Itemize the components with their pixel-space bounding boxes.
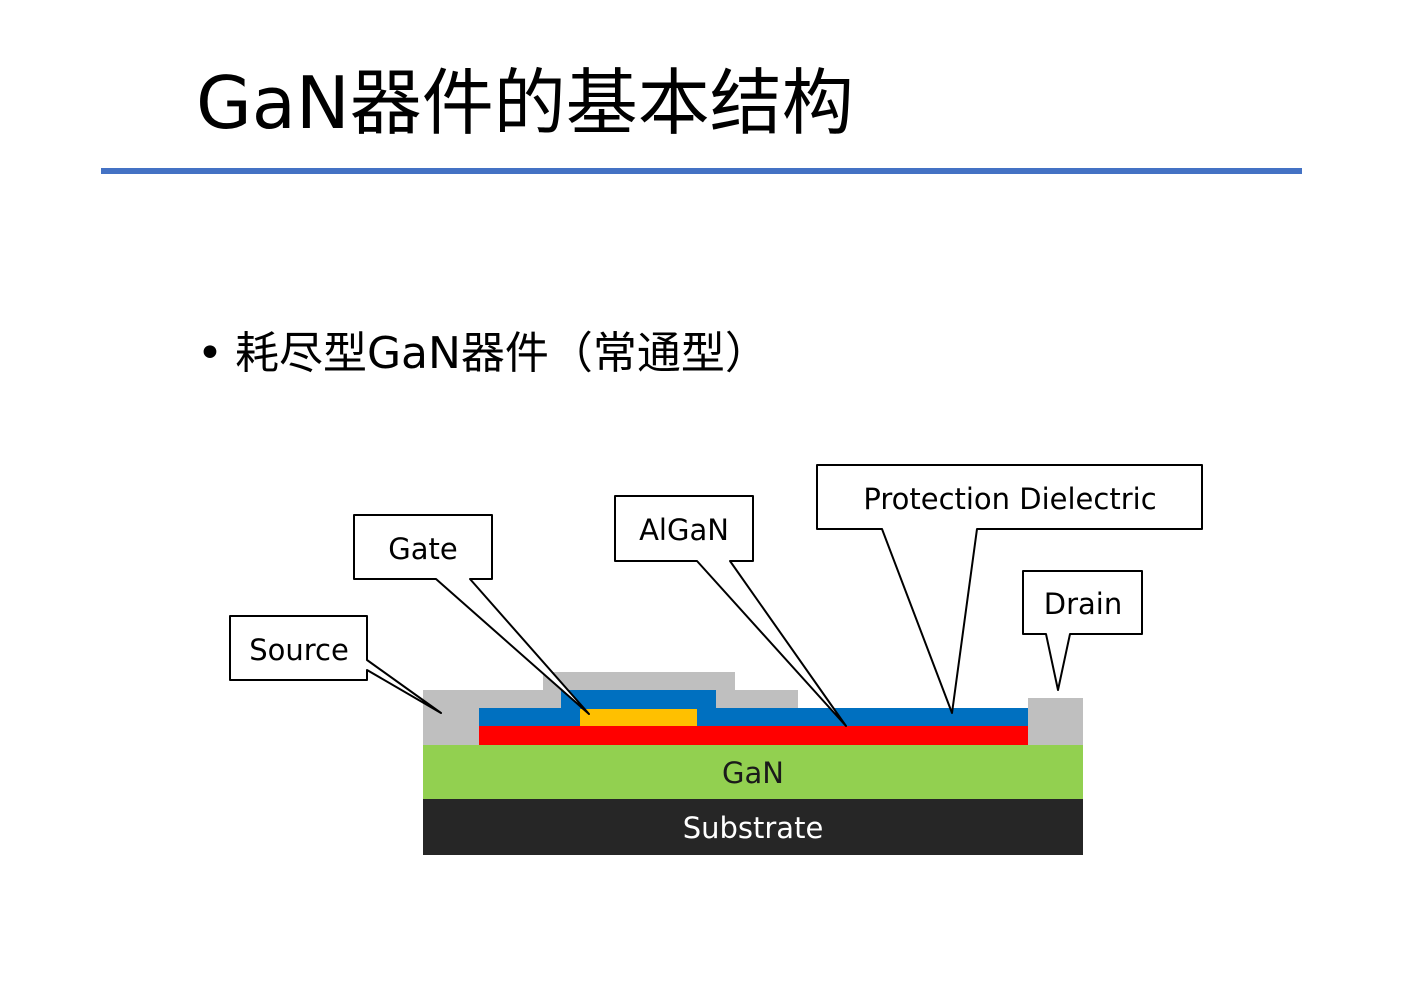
bullet-marker: • [197,328,223,379]
substrate-layer-label: Substrate [683,811,824,845]
bullet-item: •耗尽型GaN器件（常通型） [197,326,769,382]
gate-callout: Gate [353,514,590,715]
source-callout: Source [229,615,442,714]
drain-callout: Drain [1022,570,1143,691]
channel-2deg [479,726,1028,745]
algan-callout-label: AlGaN [639,513,729,547]
title-rule [101,168,1302,174]
gan-layer-label: GaN [722,756,784,790]
gan-layer [423,745,1083,799]
substrate-layer [423,799,1083,855]
protection-dielectric-callout-label: Protection Dielectric [863,482,1156,516]
drain-callout-label: Drain [1044,587,1122,621]
drain-contact [1028,698,1083,745]
gate-callout-label: Gate [388,532,457,566]
gate-metal [580,709,697,726]
slide-title: GaN器件的基本结构 [196,61,854,145]
bullet-text: 耗尽型GaN器件（常通型） [234,328,769,379]
source-callout-label: Source [249,633,349,667]
algan-callout: AlGaN [614,495,847,727]
protection-dielectric-callout: Protection Dielectric [816,464,1203,714]
